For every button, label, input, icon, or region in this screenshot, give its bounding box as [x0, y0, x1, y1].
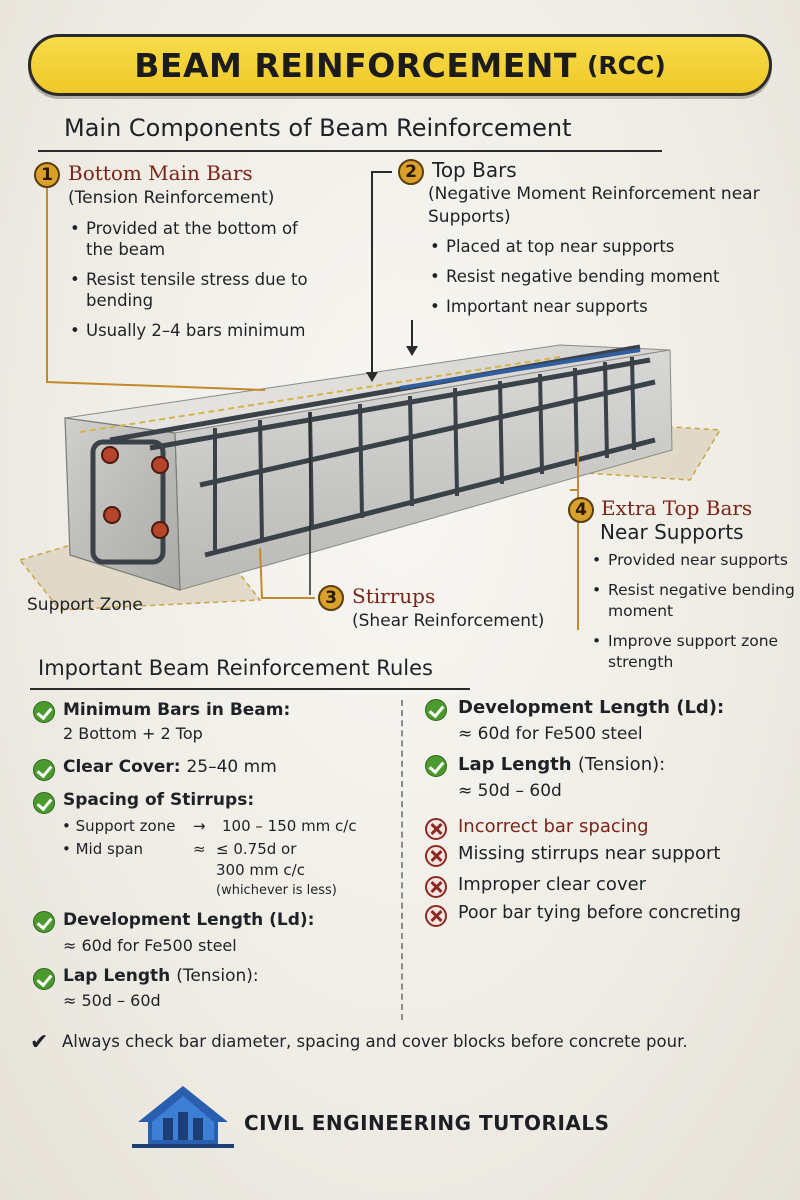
rule-text: ≈ 50d – 60d — [458, 781, 562, 801]
leader-top-bars — [371, 171, 392, 375]
check-icon — [33, 792, 55, 814]
stirrup-support-value: 100 – 150 mm c/c — [222, 817, 357, 835]
approx-icon: ≈ — [193, 840, 206, 858]
stirrup-mid-value: ≤ 0.75d or — [216, 840, 297, 858]
support-zone-label: Support Zone — [27, 595, 143, 615]
lap-length-extra: (Tension): — [577, 754, 666, 775]
component-4-bullet: Improve support zone strength — [590, 631, 795, 673]
cross-icon — [425, 845, 447, 867]
component-1-badge: 1 — [34, 162, 60, 188]
rule-title: Minimum Bars in Beam: — [63, 700, 291, 720]
rule-title: Development Length (Ld): — [63, 910, 315, 930]
rule-title: Development Length (Ld): — [458, 697, 725, 718]
component-2-bullets: Placed at top near supports Resist negat… — [428, 236, 768, 326]
component-1-bullet: Provided at the bottom of the beam — [68, 218, 308, 260]
rule-title: Spacing of Stirrups: — [63, 790, 255, 810]
arrow-right-icon: → — [193, 817, 206, 835]
component-1-subtitle: (Tension Reinforcement) — [68, 188, 275, 208]
cross-icon — [425, 905, 447, 927]
check-icon — [33, 968, 55, 990]
component-2-bullet: Resist negative bending moment — [428, 266, 768, 287]
rule-text: ≈ 50d – 60d — [63, 991, 161, 1010]
rule-title: Lap Length (Tension): — [458, 754, 665, 775]
mistake-item: Incorrect bar spacing — [458, 816, 649, 837]
component-2-title: Top Bars — [432, 158, 517, 182]
end-stirrup — [90, 439, 166, 565]
component-4-bullets: Provided near supports Resist negative b… — [590, 550, 795, 682]
check-icon — [33, 911, 55, 933]
component-2-subtitle: (Negative Moment Reinforcement near Supp… — [428, 184, 760, 227]
check-icon — [425, 755, 447, 777]
final-note: Always check bar diameter, spacing and c… — [62, 1032, 688, 1051]
component-4-badge: 4 — [568, 497, 594, 523]
cross-icon — [425, 818, 447, 840]
rule-text: ≈ 60d for Fe500 steel — [63, 936, 237, 955]
lap-length-extra: (Tension): — [176, 966, 259, 986]
mistake-item: Missing stirrups near support — [458, 843, 721, 864]
stirrups-group — [213, 356, 636, 550]
title-sub: (RCC) — [586, 50, 666, 80]
cross-icon — [425, 876, 447, 898]
component-1-bullet: Usually 2–4 bars minimum — [68, 320, 308, 341]
rule-text: 2 Bottom + 2 Top — [63, 724, 203, 743]
leader-stirrups — [259, 547, 315, 599]
stirrup-mid-label: • Mid span — [62, 840, 144, 858]
beam-illustration — [19, 171, 722, 630]
leader-bottom-bars — [46, 184, 266, 391]
lap-length-label: Lap Length — [63, 966, 171, 986]
stirrup-support-label: • Support zone — [62, 817, 176, 835]
rule-text: ≈ 60d for Fe500 steel — [458, 724, 643, 744]
component-4-bullet: Resist negative bending moment — [590, 580, 795, 622]
clear-cover-value: 25–40 mm — [186, 757, 277, 777]
component-2-bullet: Placed at top near supports — [428, 236, 768, 257]
stirrup-mid-value-2: 300 mm c/c — [216, 861, 305, 879]
checkmark-icon: ✔ — [30, 1030, 49, 1055]
rule-title: Clear Cover: 25–40 mm — [63, 757, 277, 777]
component-3-title: Stirrups — [352, 584, 436, 608]
check-icon — [33, 759, 55, 781]
heading-underline — [38, 150, 662, 152]
extra-top-bar — [399, 348, 641, 390]
title-main: BEAM REINFORCEMENT — [134, 45, 577, 85]
bottom-bar — [199, 379, 656, 488]
component-1-title: Bottom Main Bars — [68, 161, 253, 185]
house-logo-icon — [132, 1086, 234, 1148]
component-2-badge: 2 — [398, 159, 424, 185]
component-1-bullet: Resist tensile stress due to bending — [68, 269, 308, 311]
component-4-bullet: Provided near supports — [590, 550, 795, 571]
check-icon — [33, 701, 55, 723]
component-2-bullet: Important near supports — [428, 296, 768, 317]
mistake-item: Improper clear cover — [458, 874, 647, 895]
title-banner: BEAM REINFORCEMENT (RCC) — [28, 34, 772, 96]
lap-length-label: Lap Length — [458, 754, 572, 775]
rules-underline — [30, 688, 470, 690]
component-3-subtitle: (Shear Reinforcement) — [352, 611, 545, 631]
column-divider — [401, 700, 403, 1020]
clear-cover-label: Clear Cover: — [63, 757, 181, 777]
component-3-badge: 3 — [318, 585, 344, 611]
footer-brand: CIVIL ENGINEERING TUTORIALS — [244, 1111, 610, 1135]
components-heading: Main Components of Beam Reinforcement — [64, 114, 572, 142]
mistake-item: Poor bar tying before concreting — [458, 903, 741, 923]
component-4-subtitle: Near Supports — [600, 520, 744, 544]
stirrup-mid-note: (whichever is less) — [216, 883, 337, 898]
rule-title: Lap Length (Tension): — [63, 966, 259, 986]
check-icon — [425, 699, 447, 721]
component-1-bullets: Provided at the bottom of the beam Resis… — [68, 218, 308, 350]
component-4-title: Extra Top Bars — [601, 496, 753, 520]
rules-heading: Important Beam Reinforcement Rules — [38, 656, 433, 680]
